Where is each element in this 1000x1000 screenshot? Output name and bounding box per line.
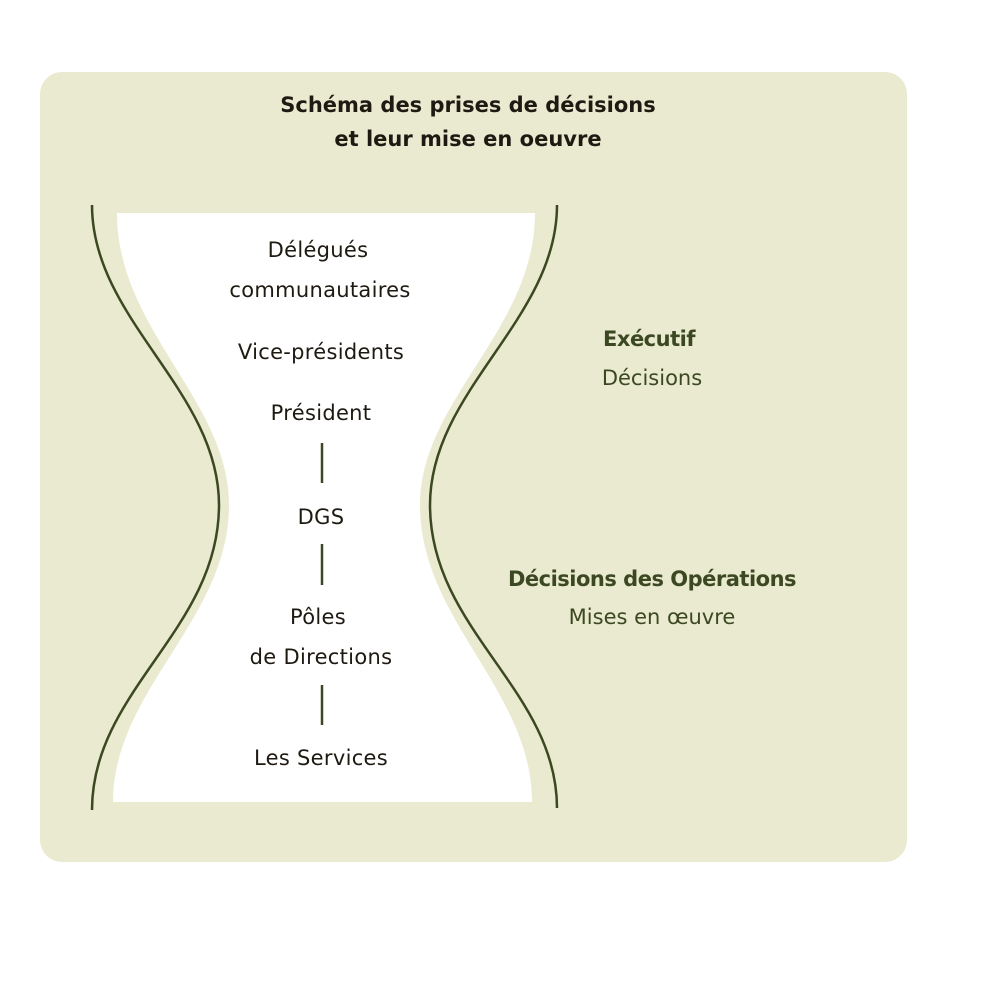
level-services: Les Services (253, 746, 389, 770)
level-vice-presidents: Vice-présidents (237, 340, 405, 364)
level-president: Président (270, 401, 372, 425)
title-line-2: et leur mise en oeuvre (334, 127, 602, 151)
level-poles-2: de Directions (249, 645, 393, 669)
hourglass-right-line (428, 204, 559, 809)
level-poles-1: Pôles (290, 605, 346, 629)
hourglass-fill (113, 213, 535, 802)
diagram-title: Schéma des prises de décisions et leur m… (280, 88, 655, 156)
executif-subtitle: Décisions (601, 366, 703, 390)
level-delegues-2: communautaires (229, 278, 411, 302)
title-line-1: Schéma des prises de décisions (280, 93, 656, 117)
level-dgs: DGS (297, 505, 345, 529)
level-delegues-1: Délégués (267, 238, 369, 262)
operations-heading: Décisions des Opérations (507, 567, 797, 591)
hourglass-left-line (90, 204, 221, 811)
operations-subtitle: Mises en œuvre (568, 605, 736, 629)
executif-heading: Exécutif (603, 327, 695, 351)
